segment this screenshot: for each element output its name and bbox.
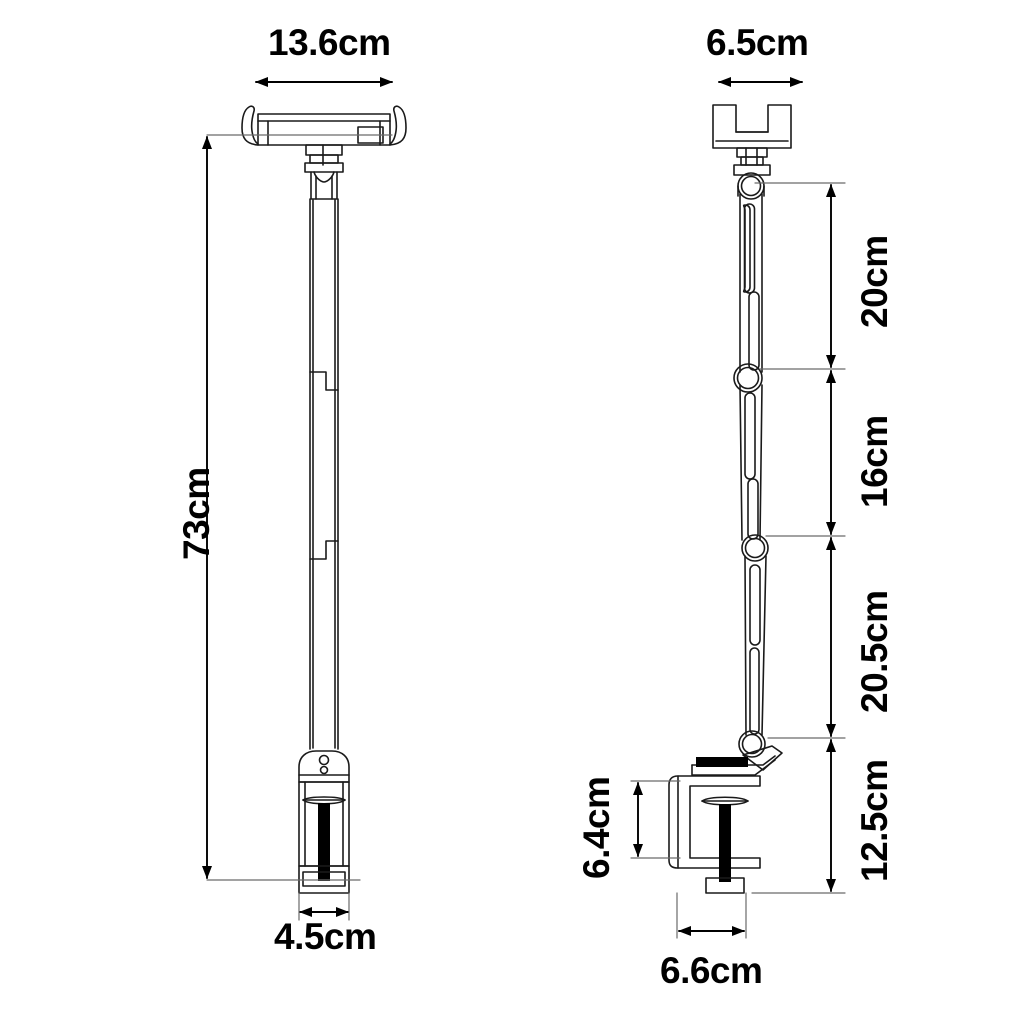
side-clamp-foot bbox=[705, 877, 745, 894]
side-pivot-nut bbox=[733, 147, 771, 176]
front-pivot-nut bbox=[304, 144, 344, 200]
dim-label-upper-arm: 20cm bbox=[854, 235, 895, 328]
front-clamp-head bbox=[298, 750, 350, 783]
side-arm-lower bbox=[744, 555, 767, 736]
dim-label-total-height: 73cm bbox=[176, 467, 217, 560]
side-cradle bbox=[712, 104, 792, 149]
front-cradle bbox=[241, 105, 407, 146]
side-arm-middle bbox=[739, 384, 763, 541]
front-pole-joint-upper bbox=[309, 371, 339, 391]
side-joint-middle bbox=[733, 363, 763, 393]
side-clamp-body bbox=[668, 775, 761, 869]
dim-label-middle-arm: 16cm bbox=[854, 415, 895, 508]
dim-label-clamp-jaw-opening: 6.4cm bbox=[576, 776, 617, 879]
dim-label-clamp-height: 12.5cm bbox=[854, 759, 895, 883]
side-joint-top bbox=[737, 172, 765, 200]
dim-label-clamp-depth: 6.6cm bbox=[660, 950, 763, 991]
front-pole-upper bbox=[309, 198, 339, 750]
dim-label-lower-arm: 20.5cm bbox=[854, 590, 895, 714]
dimension-lines bbox=[202, 77, 846, 939]
side-joint-lower bbox=[741, 534, 769, 562]
dim-label-cradle-width: 13.6cm bbox=[268, 22, 391, 63]
side-clamp-knob bbox=[701, 796, 749, 806]
dim-label-cradle-depth: 6.5cm bbox=[706, 22, 809, 63]
side-arm-upper bbox=[739, 193, 763, 373]
dim-label-clamp-width: 4.5cm bbox=[274, 916, 377, 957]
front-pole-joint-lower bbox=[309, 540, 339, 560]
side-joint-bottom bbox=[738, 730, 766, 758]
